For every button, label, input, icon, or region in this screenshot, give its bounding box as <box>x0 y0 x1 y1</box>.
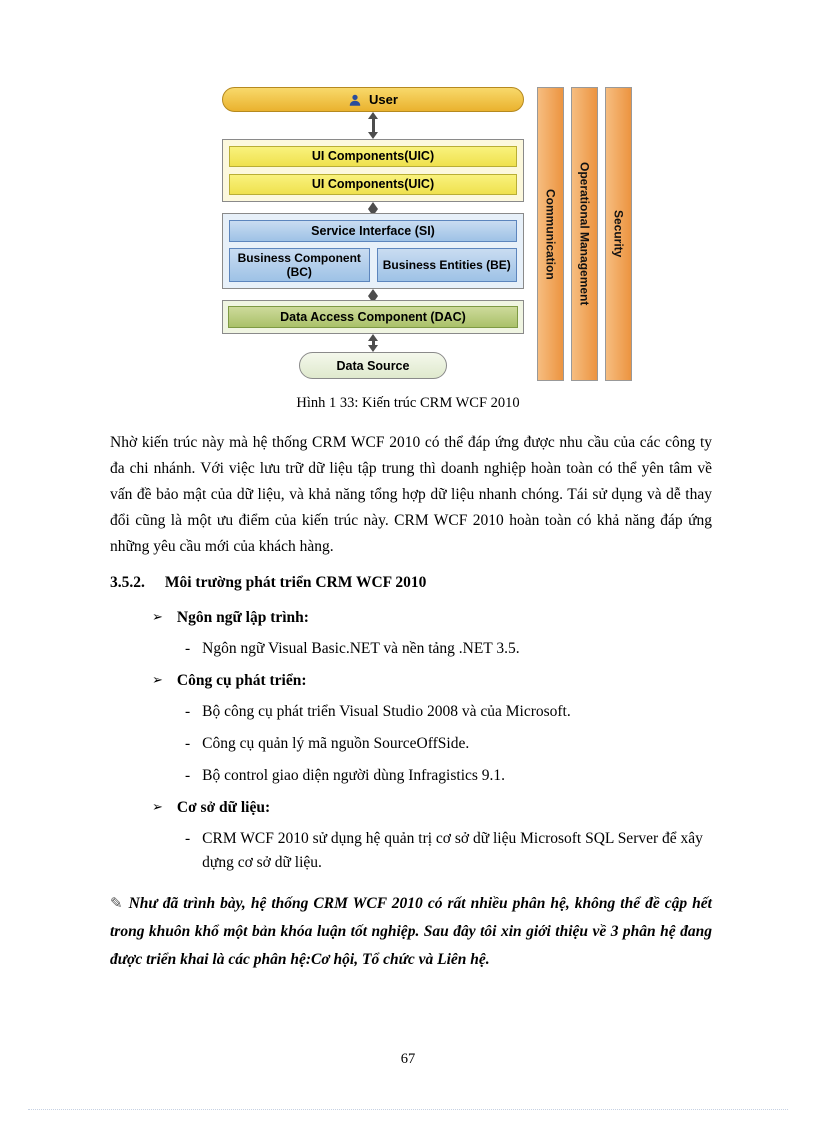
dash-marker: - <box>185 830 191 847</box>
section-heading: 3.5.2. Môi trường phát triển CRM WCF 201… <box>110 571 712 595</box>
bullet-arrow-icon: ➢ <box>152 673 163 688</box>
note-paragraph: ✎Như đã trình bày, hệ thống CRM WCF 2010… <box>110 889 712 974</box>
bullet-group-database: ➢ Cơ sở dữ liệu: <box>110 796 712 820</box>
user-node: User <box>222 87 524 112</box>
note-text: Như đã trình bày, hệ thống CRM WCF 2010 … <box>110 895 712 968</box>
operational-management-bar: Operational Management <box>571 87 598 381</box>
dac-bar: Data Access Component (DAC) <box>228 306 518 328</box>
security-bar: Security <box>605 87 632 381</box>
bullet-label: Công cụ phát triển: <box>176 672 307 689</box>
footer-rule <box>28 1109 788 1110</box>
figure-caption: Hình 1 33: Kiến trúc CRM WCF 2010 <box>296 395 520 411</box>
arrow-user-uic <box>222 112 524 139</box>
dash-marker: - <box>185 703 191 720</box>
arrow-dac-datasource <box>222 334 524 352</box>
list-item: - Bộ control giao diện người dùng Infrag… <box>110 764 712 788</box>
dash-marker: - <box>185 640 191 657</box>
section-number: 3.5.2. <box>110 574 145 591</box>
list-item: - Công cụ quản lý mã nguồn SourceOffSide… <box>110 732 712 756</box>
business-component-box: Business Component (BC) <box>229 248 370 282</box>
list-item: - Bộ công cụ phát triển Visual Studio 20… <box>110 700 712 724</box>
uic-group: UI Components(UIC) UI Components(UIC) <box>222 139 524 202</box>
service-interface-bar: Service Interface (SI) <box>229 220 517 242</box>
security-label: Security <box>611 210 626 258</box>
bullet-arrow-icon: ➢ <box>152 800 163 815</box>
note-pencil-icon: ✎ <box>110 894 123 912</box>
service-group: Service Interface (SI) Business Componen… <box>222 213 524 289</box>
architecture-diagram: User UI Components(UIC) UI Components(UI… <box>222 87 816 381</box>
operational-management-label: Operational Management <box>577 162 592 306</box>
bullet-label: Cơ sở dữ liệu: <box>176 799 271 816</box>
dac-group: Data Access Component (DAC) <box>222 300 524 334</box>
bullet-group-language: ➢ Ngôn ngữ lập trình: <box>110 606 712 630</box>
paragraph-architecture: Nhờ kiến trúc này mà hệ thống CRM WCF 20… <box>110 434 712 555</box>
communication-label: Communication <box>543 188 558 280</box>
bullet-arrow-icon: ➢ <box>152 610 163 625</box>
business-row: Business Component (BC) Business Entitie… <box>229 248 517 282</box>
arrow-uic-si <box>222 202 524 216</box>
bullet-label: Ngôn ngữ lập trình: <box>176 609 309 626</box>
page-number: 67 <box>400 1051 416 1067</box>
dash-marker: - <box>185 767 191 784</box>
uic-bar-1: UI Components(UIC) <box>229 146 517 167</box>
dash-marker: - <box>185 735 191 752</box>
uic-bar-2: UI Components(UIC) <box>229 174 517 195</box>
bullet-list: ➢ Ngôn ngữ lập trình: - Ngôn ngữ Visual … <box>110 606 712 875</box>
crosscutting-bars: Communication Operational Management Sec… <box>537 87 632 381</box>
section-title: Môi trường phát triển CRM WCF 2010 <box>164 574 427 591</box>
user-icon <box>348 93 362 107</box>
arrow-si-dac <box>222 289 524 303</box>
business-entities-box: Business Entities (BE) <box>376 248 517 282</box>
note-block: ✎Như đã trình bày, hệ thống CRM WCF 2010… <box>110 889 712 974</box>
data-source-node: Data Source <box>299 352 447 379</box>
body-text-block: Nhờ kiến trúc này mà hệ thống CRM WCF 20… <box>110 430 712 875</box>
list-item: - Ngôn ngữ Visual Basic.NET và nền tảng … <box>110 637 712 661</box>
diagram-main-column: User UI Components(UIC) UI Components(UI… <box>222 87 524 381</box>
communication-bar: Communication <box>537 87 564 381</box>
user-node-label: User <box>369 92 398 107</box>
list-item: - CRM WCF 2010 sử dụng hệ quản trị cơ sở… <box>110 827 712 875</box>
bullet-group-tools: ➢ Công cụ phát triển: <box>110 669 712 693</box>
